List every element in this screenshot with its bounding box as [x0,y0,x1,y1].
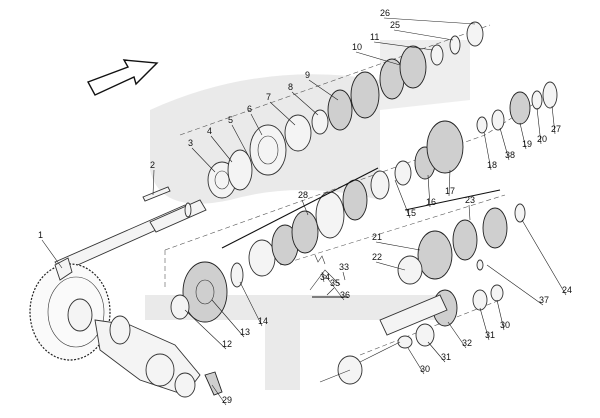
callout-leader-27 [551,105,556,135]
callout-label-11: 11 [370,32,379,42]
callout-leader-15 [394,179,411,219]
callout-label-2: 2 [150,160,155,170]
lower-right-parts [319,203,526,385]
callout-label-34: 34 [320,272,330,282]
callout-label-32: 32 [462,338,472,348]
callout-label-5: 5 [228,115,233,125]
callout-label-21: 21 [372,232,382,242]
callout-leader-38 [499,127,510,161]
callout-label-26: 26 [380,8,390,18]
callout-label-30: 30 [420,364,430,374]
middle-row-parts [170,81,558,323]
callout-leader-30 [496,299,505,331]
callout-label-23: 23 [465,195,475,205]
callout-label-12: 12 [222,339,232,349]
main-shaft [54,199,207,273]
callout-leader-5 [231,124,249,156]
callout-leader-13 [211,299,245,338]
callout-leader-18 [483,131,492,171]
callout-label-9: 9 [305,70,310,80]
callout-leader-20 [536,107,542,145]
callout-label-17: 17 [445,186,455,196]
callout-label-38: 38 [505,150,515,160]
callout-label-24: 24 [562,285,572,295]
selector-spring [309,254,341,291]
callout-leader-16 [427,174,431,208]
callout-leader-8 [291,91,319,116]
callout-leader-31 [427,341,446,363]
callout-leader-33 [342,271,346,281]
callout-leader-26 [383,17,476,25]
callout-leader-24 [521,219,567,296]
callout-label-18: 18 [487,160,497,170]
callout-leader-34 [321,271,325,283]
callout-leader-11 [373,41,434,51]
callout-leader-10 [355,51,401,66]
callout-label-29: 29 [222,395,232,405]
callout-leader-3 [191,147,216,173]
callout-label-10: 10 [352,42,362,52]
callout-leader-14 [239,281,263,327]
callout-leader-35 [326,287,335,296]
upper-row-parts [207,21,484,199]
callout-leader-23 [468,204,471,221]
callout-label-8: 8 [288,82,293,92]
callout-label-27: 27 [551,124,561,134]
callout-label-35: 35 [330,278,340,288]
callout-label-3: 3 [188,138,193,148]
callout-leader-9 [308,79,339,101]
callout-leader-30 [407,347,425,375]
differential-assembly [94,315,201,398]
callout-leader-2 [152,169,155,196]
callout-leader-22 [375,261,406,271]
callout-label-19: 19 [522,139,532,149]
callout-label-20: 20 [537,134,547,144]
direction-arrow-icon [87,59,159,96]
callout-label-33: 33 [339,262,349,272]
callout-leader-28 [301,199,309,216]
callout-leader-31 [479,307,490,341]
pin-2 [142,186,171,202]
callout-leader-6 [250,113,263,136]
callout-leader-7 [269,101,296,126]
callout-label-13: 13 [240,327,250,337]
callout-label-16: 16 [426,197,436,207]
callout-leader-29 [211,384,227,406]
callout-leader-32 [447,321,467,349]
callout-label-22: 22 [372,252,382,262]
callout-leader-4 [210,135,233,163]
callout-label-4: 4 [207,126,212,136]
callout-label-31: 31 [441,352,451,362]
callout-label-28: 28 [298,190,308,200]
callout-label-15: 15 [406,208,416,218]
leader-lines [41,17,567,406]
callout-leader-1 [41,239,63,269]
ring-gear [29,257,111,361]
callout-label-7: 7 [266,92,271,102]
bolt-29 [204,371,223,396]
callout-leader-21 [375,241,421,251]
callout-leader-36 [324,274,345,301]
callout-leader-25 [393,29,454,41]
callout-leader-19 [519,122,527,150]
callout-label-30: 30 [500,320,510,330]
callout-label-31: 31 [485,330,495,340]
callout-leader-37 [486,264,544,306]
callout-label-14: 14 [258,316,268,326]
callout-label-1: 1 [38,230,43,240]
callout-label-36: 36 [340,290,350,300]
callout-leader-12 [184,309,227,350]
callout-label-37: 37 [539,295,549,305]
callout-label-6: 6 [247,104,252,114]
callout-leader-17 [448,169,451,197]
callout-label-25: 25 [390,20,400,30]
